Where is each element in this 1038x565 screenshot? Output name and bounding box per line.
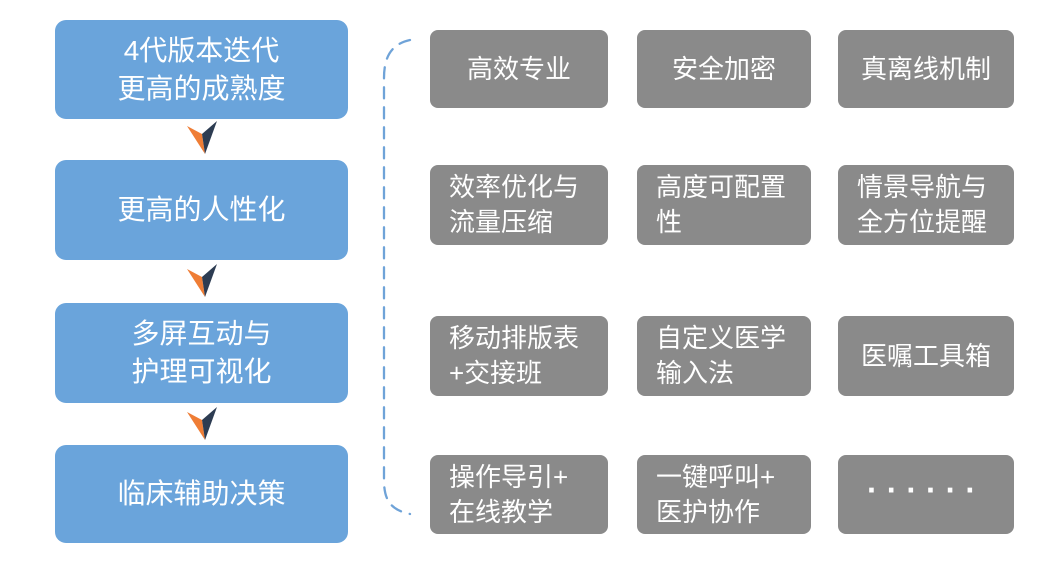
feature-box: 效率优化与 流量压缩 [430, 165, 608, 245]
down-arrow-icon [187, 121, 217, 154]
feature-box: 操作导引+ 在线教学 [430, 455, 608, 534]
flow-step-version-maturity: 4代版本迭代 更高的成熟度 [55, 20, 348, 119]
feature-box-ellipsis: ······ [838, 455, 1014, 534]
down-arrow-icon [187, 264, 217, 297]
flow-step-multiscreen: 多屏互动与 护理可视化 [55, 303, 348, 403]
flow-step-humanization: 更高的人性化 [55, 160, 348, 260]
down-arrow-icon [187, 407, 217, 440]
feature-box: 安全加密 [637, 30, 811, 108]
feature-box: 高效专业 [430, 30, 608, 108]
feature-box: 自定义医学 输入法 [637, 316, 811, 396]
dashed-brace [382, 38, 412, 516]
feature-box: 医嘱工具箱 [838, 316, 1014, 396]
feature-box: 移动排版表 +交接班 [430, 316, 608, 396]
feature-box: 情景导航与 全方位提醒 [838, 165, 1014, 245]
feature-box: 高度可配置 性 [637, 165, 811, 245]
flow-step-clinical-decision: 临床辅助决策 [55, 445, 348, 543]
feature-box: 真离线机制 [838, 30, 1014, 108]
feature-box: 一键呼叫+ 医护协作 [637, 455, 811, 534]
